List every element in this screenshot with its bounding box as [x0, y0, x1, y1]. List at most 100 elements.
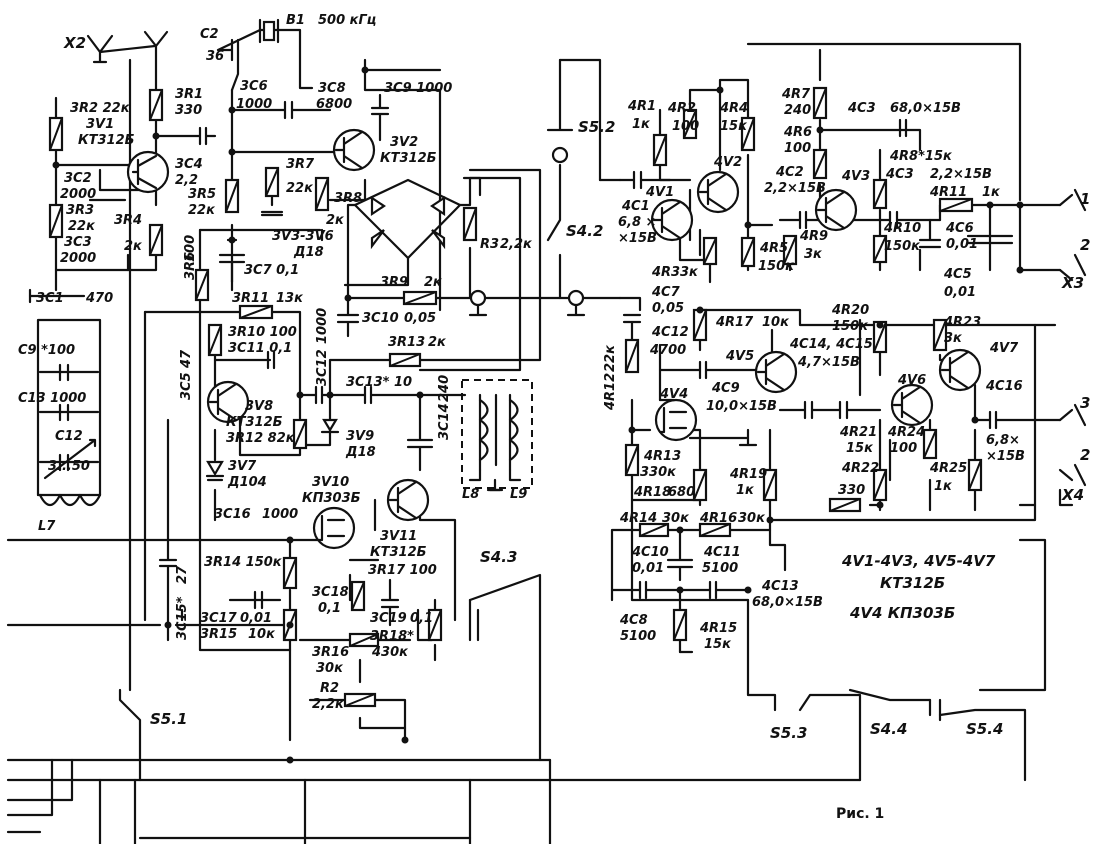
- label-4c12: 4C12: [651, 325, 689, 340]
- diode-bridge-3v3-3v6: [370, 195, 446, 250]
- label-4r10: 4R10: [883, 221, 921, 236]
- label-3r18-value: 430к: [371, 645, 409, 660]
- label-3c13: 3C13* 10: [346, 375, 412, 390]
- label-3r8: 3R8: [334, 191, 362, 206]
- label-4r9-value: 3к: [804, 247, 823, 262]
- label-3r3-value: 22к: [68, 219, 96, 234]
- label-4c3-value: 68,0×15В: [890, 101, 961, 116]
- label-3r6: 3R6: [183, 252, 198, 280]
- label-l9: L9: [510, 487, 527, 502]
- label-3r9: 3R9: [380, 275, 408, 290]
- label-4r14: 4R14: [619, 511, 657, 526]
- label-4c2-value: 2,2×15В: [764, 181, 826, 196]
- label-3v1: 3V1: [86, 117, 114, 132]
- label-4r19-value: 1к: [736, 483, 755, 498]
- label-4v6: 4V6: [897, 373, 926, 388]
- label-3r18: 3R18*: [370, 629, 414, 644]
- label-3c6: 3C6: [240, 79, 268, 94]
- label-4c3b-value: 2,2×15В: [930, 167, 992, 182]
- label-r3-value: 2,2к: [500, 237, 533, 252]
- label-4r24-value: 100: [890, 441, 917, 456]
- connector-x3-pin2: 2: [1080, 236, 1090, 254]
- label-4v3: 4V3: [841, 169, 870, 184]
- label-4c2: 4C2: [775, 165, 804, 180]
- label-4c11: 4C11: [703, 545, 741, 560]
- label-s43: S4.3: [480, 548, 517, 566]
- label-4r17: 4R17: [715, 315, 754, 330]
- label-4r22: 4R22: [841, 461, 879, 476]
- resistors: [48, 86, 983, 708]
- label-3r4-value: 2к: [124, 239, 143, 254]
- crystal-b1: [262, 20, 276, 42]
- label-4r14-value: 30к: [662, 511, 690, 526]
- label-4r2-value: 100: [672, 119, 699, 134]
- label-4c8-value: 5100: [620, 629, 656, 644]
- label-3c19: 3C19: [370, 611, 407, 626]
- label-4c16-value: 6,8×: [986, 433, 1020, 448]
- connector-x4-pin3: 3: [1080, 394, 1090, 412]
- label-4v2: 4V2: [713, 155, 742, 170]
- label-3r5: 3R5: [188, 187, 216, 202]
- label-4r13: 4R13: [643, 449, 681, 464]
- label-4v7: 4V7: [989, 341, 1019, 356]
- label-4c10: 4C10: [631, 545, 669, 560]
- label-3r3: 3R3: [66, 203, 94, 218]
- passive-components: [38, 18, 694, 654]
- figure-caption: Рис. 1: [836, 806, 884, 822]
- label-3c19-value: 0,1: [410, 611, 433, 626]
- label-4r9: 4R9: [799, 229, 828, 244]
- label-3v9-type: Д18: [345, 445, 376, 460]
- label-3r2: 3R2 22к: [70, 101, 131, 116]
- label-s52: S5.2: [578, 118, 615, 136]
- junction-3r9: [469, 289, 487, 307]
- label-4r12: 4R12: [603, 373, 618, 411]
- label-4r11-value: 1к: [982, 185, 1001, 200]
- label-4c11-value: 5100: [702, 561, 738, 576]
- label-3r5-value: 22к: [188, 203, 216, 218]
- label-s54: S5.4: [966, 720, 1003, 738]
- label-r2: R2: [320, 681, 339, 696]
- tuning-c13-label: C13 1000: [18, 391, 86, 406]
- coil-l8: [478, 398, 489, 462]
- tuning-3c1-value: 470: [85, 291, 113, 306]
- coil-l9: [508, 398, 519, 462]
- label-4r16: 4R16: [699, 511, 737, 526]
- junctions: [52, 66, 1024, 764]
- legend-fet-line: 4V4 КП303Б: [849, 604, 955, 622]
- label-4c3b: 4C3: [885, 167, 914, 182]
- label-3c15-value: 27: [175, 565, 190, 584]
- tuning-l7-label: L7: [38, 519, 56, 534]
- label-3r15-value: 10к: [248, 627, 276, 642]
- label-3r13-value: 2к: [428, 335, 447, 350]
- label-3r10: 3R10 100: [228, 325, 297, 340]
- label-4r15-value: 15к: [704, 637, 732, 652]
- label-4c3: 4C3: [847, 101, 876, 116]
- label-4r23: 4R23: [943, 315, 981, 330]
- label-c2-value: 36: [206, 49, 224, 64]
- connector-x3-pin1: 1: [1080, 190, 1090, 208]
- label-3c15: 3C15*: [175, 596, 190, 640]
- label-4r23-value: 3к: [944, 331, 963, 346]
- label-3r11-value: 13к: [276, 291, 304, 306]
- diode-3v9: [322, 418, 338, 433]
- label-3c14-value: 240: [437, 375, 452, 402]
- label-3v8-type: КТ312Б: [226, 415, 283, 430]
- label-4r7: 4R7: [781, 87, 811, 102]
- label-4c16-value2: ×15В: [986, 449, 1025, 464]
- label-4c14: 4C14, 4C15: [789, 337, 873, 352]
- label-4v4: 4V4: [659, 387, 688, 402]
- tuning-c9-label: C9 *100: [18, 343, 75, 358]
- label-4c16: 4C16: [985, 379, 1023, 394]
- label-4c5-value: 0,01: [944, 285, 976, 300]
- label-3r6-value: 100: [183, 235, 198, 262]
- connector-x4-pin2: 2: [1080, 446, 1090, 464]
- label-3r8-value: 2к: [326, 213, 345, 228]
- tuning-3c1-label: 3C1: [36, 291, 64, 306]
- label-3c7: 3C7 0,1: [244, 263, 299, 278]
- label-3c3-value: 2000: [60, 251, 96, 266]
- label-3c18: 3C18: [312, 585, 349, 600]
- label-3c12-value: 1000: [315, 308, 330, 344]
- label-4r8: 4R8*15к: [889, 149, 953, 164]
- label-4c8: 4C8: [619, 613, 648, 628]
